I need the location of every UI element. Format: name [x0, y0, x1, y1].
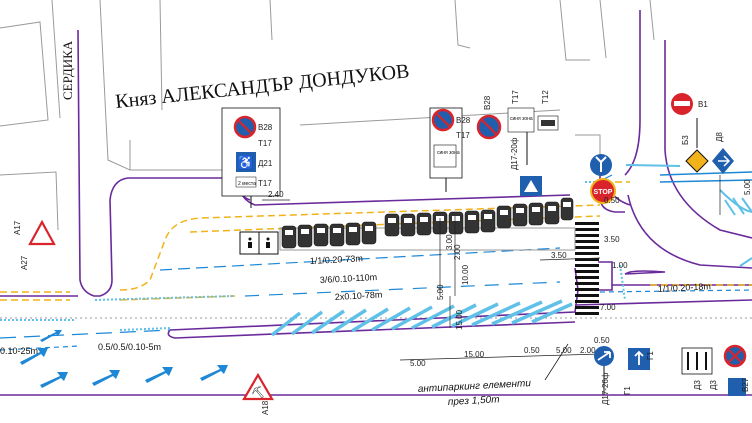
- sign-code-b28-a: В28: [258, 123, 273, 132]
- sign-code-d21: Д21: [258, 159, 273, 168]
- sign-code-t12: Т12: [541, 90, 550, 104]
- dim-15-00-v: 15.00: [455, 309, 464, 330]
- svg-text:⛏: ⛏: [251, 386, 265, 399]
- dim-5-00-r: 5.00: [743, 179, 752, 195]
- dim-3-00-v: 3.00: [445, 234, 454, 250]
- sign-blue-zone-b: синя зона: [510, 116, 533, 122]
- dim-0-50b: 0.50: [594, 336, 610, 345]
- sign-code-t17-d: Т17: [511, 90, 520, 104]
- dim-10-00-v: 10.00: [461, 264, 470, 285]
- dim-5-00: 5.00: [410, 359, 426, 368]
- sign-a18: ⛏: [242, 372, 274, 401]
- car-windows: [285, 202, 571, 235]
- street-name-serdika: СЕРДИКА: [60, 40, 75, 100]
- dim-2-00-v: 2.00: [453, 244, 462, 260]
- sign-two-hours: 2 места: [238, 181, 256, 187]
- note-leader-line: [544, 343, 569, 381]
- sign-code-b27: В27: [741, 377, 750, 392]
- sign-code-t17-a: Т17: [258, 139, 272, 148]
- dim-1-00: 1.00: [612, 261, 628, 270]
- sign-post-4: [590, 154, 616, 204]
- hatched-island: [270, 299, 573, 337]
- svg-text:♿: ♿: [238, 155, 254, 170]
- sign-code-b3: Б3: [681, 135, 690, 145]
- lane-marking-3: 2x0.10-78m: [335, 290, 383, 302]
- dim-3-50: 3.50: [551, 251, 567, 260]
- lane-marking-2: 3/6/0.10-110m: [320, 272, 378, 285]
- sign-code-g1-b: Г1: [623, 386, 632, 395]
- direction-arrows: [20, 330, 228, 388]
- sign-code-a17: А17: [13, 220, 22, 235]
- hatch-right: [724, 197, 752, 267]
- dim-0-50c: 0.50: [604, 196, 620, 205]
- lane-lines: [0, 171, 752, 351]
- sign-post-3: [476, 107, 559, 196]
- dim-3-50b: 3.50: [604, 235, 620, 244]
- sign-code-a27: А27: [20, 255, 29, 270]
- note-anti-parking-line1: антипаркинг елементи: [418, 378, 532, 395]
- sign-post-5: [671, 93, 734, 174]
- crosswalk: [575, 222, 599, 315]
- lane-marking-6: 1/1/0.20-18m: [658, 281, 711, 294]
- street-name-dondukov: Княз АЛЕКСАНДЪР ДОНДУКОВ: [114, 60, 410, 113]
- dim-15-00: 15.00: [464, 350, 485, 359]
- dim-2-00: 2.00: [580, 346, 596, 355]
- wheelchair-icon: [248, 237, 270, 248]
- sign-code-d3: Д3: [709, 380, 718, 390]
- sign-code-t17-c: Т17: [456, 131, 470, 140]
- lane-marking-1: 1/1/0.20-73m: [310, 253, 363, 266]
- lane-marking-5: 0.5/0.5/0.10-5m: [98, 342, 161, 352]
- sign-code-d8: Д8: [715, 132, 724, 142]
- dim-5-00-v: 5.00: [436, 284, 445, 300]
- sign-code-b28-c: В28: [483, 95, 492, 110]
- sign-post-6: [594, 346, 650, 395]
- sign-post-7: [681, 344, 747, 396]
- sign-a17: [28, 219, 56, 246]
- sign-code-t17-b: Т17: [258, 179, 272, 188]
- sign-code-g1-a: Г1: [646, 351, 655, 360]
- parked-cars: [281, 197, 574, 249]
- sign-post-1: ♿: [221, 107, 281, 208]
- dim-7-00: 7.00: [600, 303, 616, 312]
- sign-code-d17-20: Д17-20ф: [510, 137, 519, 170]
- sign-post-2: [429, 107, 463, 192]
- sign-code-a18: А18: [261, 400, 270, 415]
- sign-code-d17-26: Д17-26ф: [601, 372, 610, 405]
- sign-code-d3b: Д3: [693, 380, 702, 390]
- note-anti-parking-line2: през 1,50m: [448, 394, 500, 408]
- sign-code-b28-b: В28: [456, 116, 471, 125]
- sign-stop-label: STOP: [594, 189, 613, 196]
- lane-marking-4: 0.10-25m: [0, 346, 38, 356]
- dim-2-40: 2.40: [268, 190, 284, 199]
- sign-code-b1: В1: [698, 100, 708, 109]
- dim-0-50: 0.50: [524, 346, 540, 355]
- sign-blue-zone-a: синя зона: [437, 150, 460, 156]
